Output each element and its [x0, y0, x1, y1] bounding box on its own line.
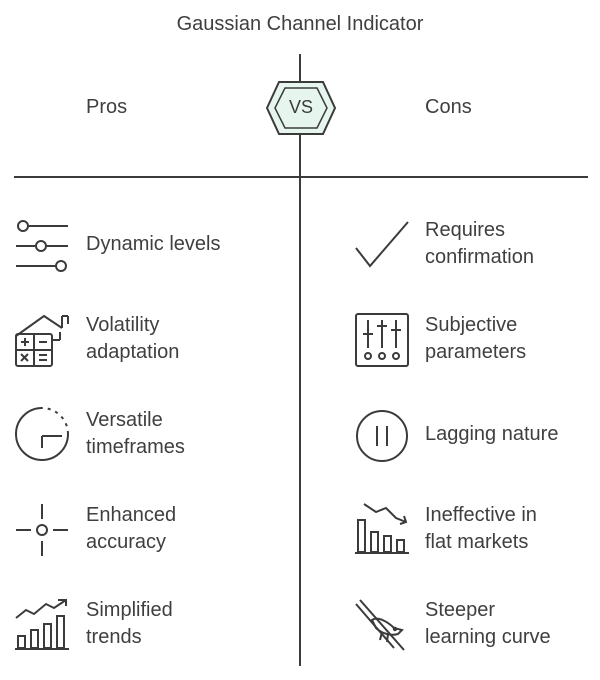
clock-timer-icon [14, 406, 70, 462]
con-item-ineffective-flat-markets: Ineffective in flat markets [425, 502, 537, 556]
pro-item-text: Simplified [86, 599, 173, 621]
sliders-horizontal-icon [14, 218, 70, 274]
control-panel-sliders-icon [354, 312, 410, 368]
cons-heading: Cons [425, 96, 472, 118]
bird-slope-icon [354, 598, 410, 654]
pro-item-text: accuracy [86, 531, 167, 553]
con-item-subjective-parameters: Subjective parameters [425, 312, 526, 366]
con-item-text: Subjective [425, 314, 518, 336]
con-item-text: learning curve [425, 626, 551, 648]
pro-item-text: Dynamic levels [86, 233, 221, 255]
con-item-text: Steeper [425, 599, 496, 621]
rising-bar-trend-icon [14, 596, 70, 652]
pro-item-text: trends [86, 626, 142, 648]
pro-item-text: timeframes [86, 436, 185, 458]
pro-item-enhanced-accuracy: Enhanced accuracy [86, 502, 176, 556]
crosshair-target-icon [14, 502, 70, 558]
house-calculator-icon [14, 312, 70, 368]
pause-circle-icon [354, 408, 410, 464]
falling-bar-chart-icon [354, 500, 410, 556]
checkmark-icon [354, 218, 410, 274]
con-item-text: parameters [425, 341, 527, 363]
con-item-text: flat markets [425, 531, 529, 553]
horizontal-divider [14, 176, 588, 178]
diagram-title: Gaussian Channel Indicator [176, 13, 424, 35]
con-item-steeper-learning-curve: Steeper learning curve [425, 597, 551, 651]
con-item-text: Lagging nature [425, 423, 559, 445]
con-item-requires-confirmation: Requires confirmation [425, 217, 534, 271]
vs-label: VS [288, 97, 313, 117]
pros-heading: Pros [86, 96, 128, 118]
pro-item-simplified-trends: Simplified trends [86, 597, 173, 651]
pro-item-text: adaptation [86, 341, 180, 363]
con-item-text: Requires [425, 219, 506, 241]
con-item-lagging-nature: Lagging nature [425, 421, 558, 448]
pro-item-volatility-adaptation: Volatility adaptation [86, 312, 179, 366]
vs-badge: VS [265, 80, 337, 136]
con-item-text: confirmation [425, 246, 534, 268]
pro-item-dynamic-levels: Dynamic levels [86, 231, 220, 258]
pro-item-versatile-timeframes: Versatile timeframes [86, 407, 185, 461]
pro-item-text: Enhanced [86, 504, 177, 526]
vertical-divider [299, 54, 301, 666]
pro-item-text: Volatility [86, 314, 160, 336]
pro-item-text: Versatile [86, 409, 163, 431]
con-item-text: Ineffective in [425, 504, 537, 526]
